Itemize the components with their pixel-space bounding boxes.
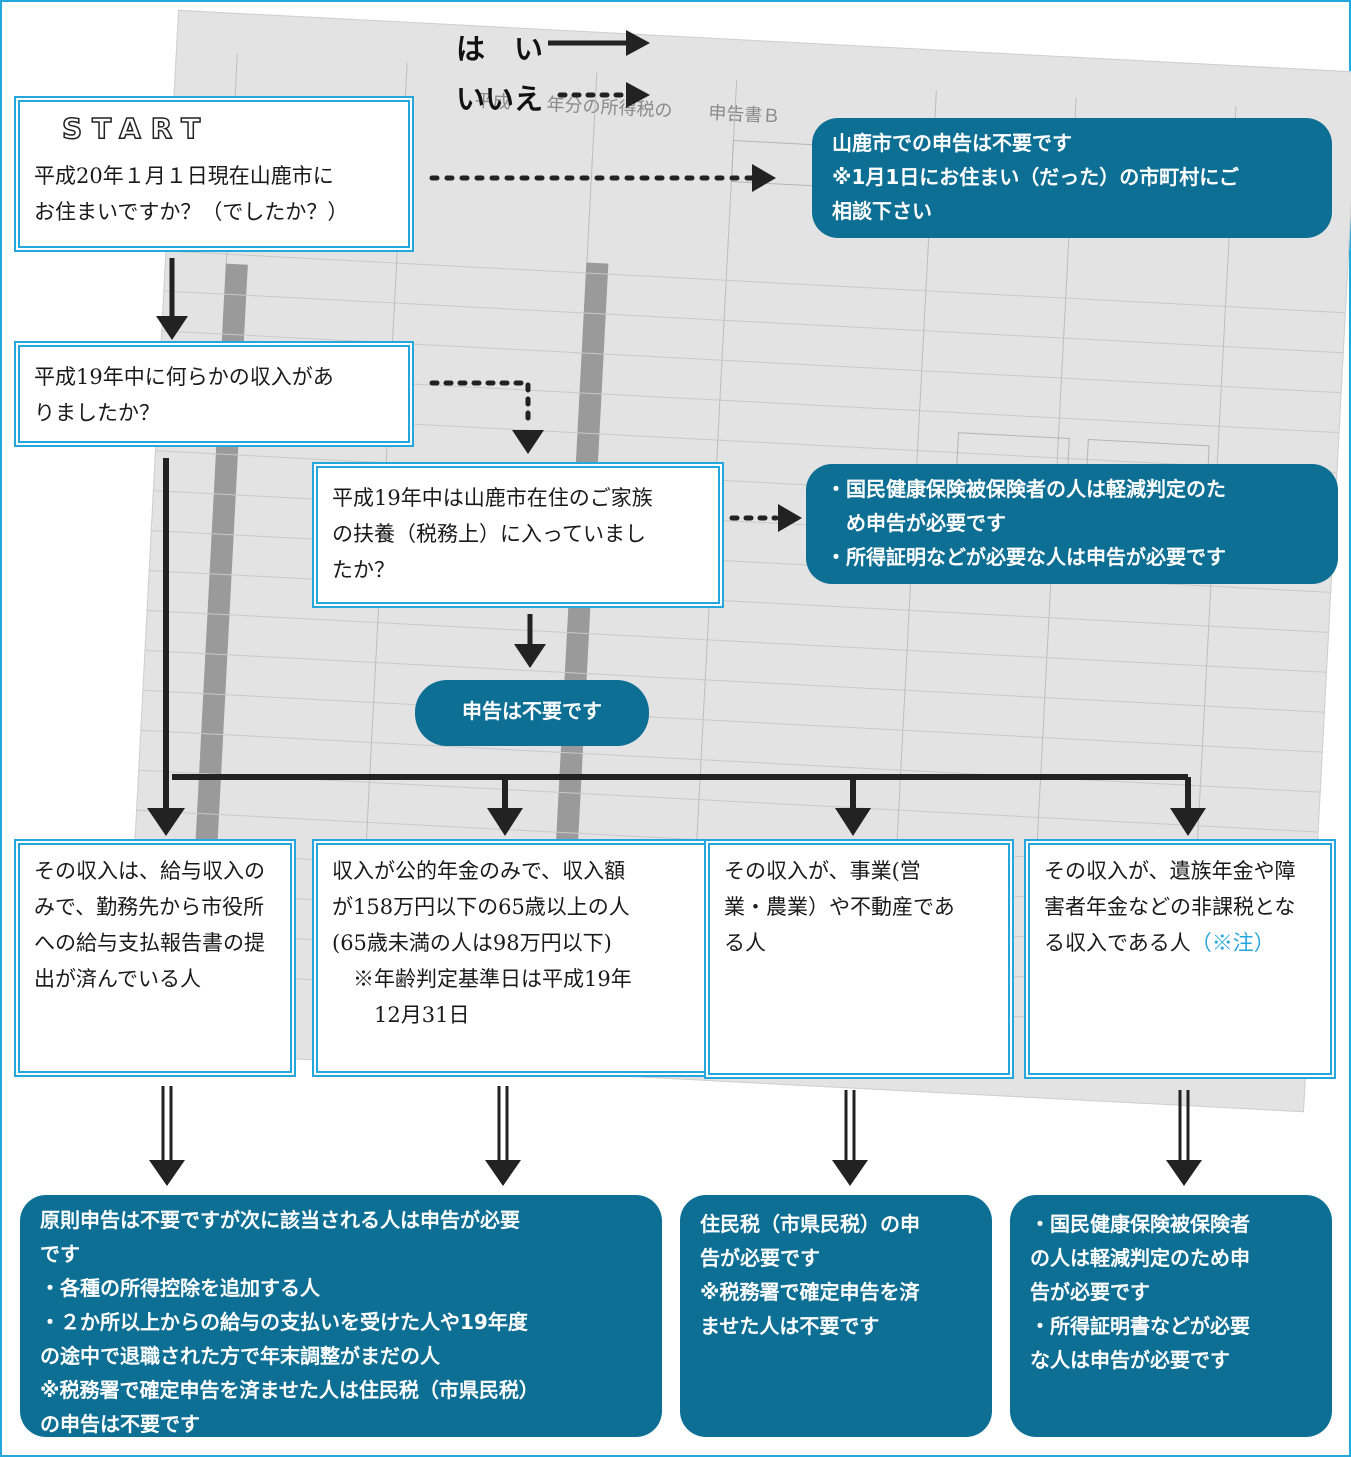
case-pension-box: 収入が公的年金のみで、収入額 が158万円以下の65歳以上の人 (65歳未満の人… bbox=[314, 841, 712, 1075]
result-salary-pension: 原則申告は不要ですが次に該当される人は申告が必要 です ・各種の所得控除を追加す… bbox=[20, 1195, 662, 1437]
result-line: ・所得証明書などが必要 bbox=[1030, 1314, 1250, 1338]
legend-yes-label: は い bbox=[456, 32, 544, 66]
answer-no-filing: 申告は不要です bbox=[415, 680, 649, 746]
case-line: その収入が、遺族年金や障 bbox=[1044, 859, 1296, 883]
case-business-box: その収入が、事業(営 業・農業）や不動産であ る人 bbox=[706, 841, 1012, 1077]
dependent-question-box: 平成19年中は山鹿市在住のご家族 の扶養（税務上）に入っていまし たか？ bbox=[314, 464, 722, 606]
result-line: な人は申告が必要です bbox=[1030, 1348, 1230, 1372]
case-line-text: る収入である人 bbox=[1044, 931, 1191, 955]
dependent-question-line: の扶養（税務上）に入っていまし bbox=[332, 522, 646, 546]
result-line: ※税務署で確定申告を済 bbox=[700, 1280, 920, 1304]
result-line: ・国民健康保険被保険者 bbox=[1030, 1212, 1250, 1236]
start-label: START bbox=[61, 111, 211, 146]
income-question-box: 平成19年中に何らかの収入があ りましたか？ bbox=[16, 343, 412, 445]
case-line: 12月31日 bbox=[332, 1003, 470, 1027]
result-business: 住民税（市県民税）の申 告が必要です ※税務署で確定申告を済 ませた人は不要です bbox=[680, 1195, 992, 1437]
answer-line: 相談下さい bbox=[832, 199, 932, 223]
answer-line: ・所得証明などが必要な人は申告が必要です bbox=[826, 545, 1226, 569]
result-line: ませた人は不要です bbox=[700, 1314, 880, 1338]
arrow-result-nontaxable bbox=[1166, 1090, 1202, 1186]
result-nontaxable: ・国民健康保険被保険者 の人は軽減判定のため申 告が必要です ・所得証明書などが… bbox=[1010, 1195, 1332, 1437]
result-line: の途中で退職された方で年末調整がまだの人 bbox=[40, 1344, 440, 1368]
dependent-question-line: たか？ bbox=[332, 558, 395, 582]
arrow-result-salary bbox=[149, 1086, 185, 1186]
case-line: その収入が、事業(営 bbox=[724, 859, 921, 883]
arrow-dependent-no bbox=[729, 504, 802, 532]
arrow-income-no bbox=[429, 380, 544, 454]
case-line: ※年齢判定基準日は平成19年 bbox=[332, 967, 632, 991]
answer-not-resident: 山鹿市での申告は不要です ※1月1日にお住まい（だった）の市町村にご 相談下さい bbox=[812, 118, 1332, 238]
result-line: ※税務署で確定申告を済ませた人は住民税（市県民税） bbox=[40, 1378, 539, 1402]
answer-line: 山鹿市での申告は不要です bbox=[832, 131, 1072, 155]
start-question-box: 平成20年１月１日現在山鹿市に お住まいですか？（でしたか？） bbox=[16, 98, 412, 250]
case-line: 出が済んでいる人 bbox=[34, 967, 201, 991]
start-question-line: 平成20年１月１日現在山鹿市に bbox=[34, 164, 334, 188]
arrow-income-yes bbox=[147, 458, 1206, 836]
case-line: みで、勤務先から市役所 bbox=[34, 895, 265, 919]
case-line: る人 bbox=[724, 931, 766, 955]
answer-no-filing-text: 申告は不要です bbox=[462, 699, 602, 723]
dependent-question-line: 平成19年中は山鹿市在住のご家族 bbox=[332, 486, 653, 510]
legend-no-label: いいえ bbox=[456, 82, 544, 116]
case-nontaxable-box: その収入が、遺族年金や障 害者年金などの非課税とな る収入である人（※注） bbox=[1026, 841, 1334, 1077]
case-line: 業・農業）や不動産であ bbox=[724, 895, 955, 919]
arrow-result-business bbox=[832, 1090, 868, 1186]
result-line: 原則申告は不要ですが次に該当される人は申告が必要 bbox=[40, 1208, 520, 1232]
result-line: 告が必要です bbox=[1030, 1280, 1150, 1304]
answer-dependent-no: ・国民健康保険被保険者の人は軽減判定のた め申告が必要です ・所得証明などが必要… bbox=[806, 464, 1338, 584]
case-line: が158万円以下の65歳以上の人 bbox=[332, 895, 630, 919]
case-salary-box: その収入は、給与収入の みで、勤務先から市役所 への給与支払報告書の提 出が済ん… bbox=[16, 841, 294, 1075]
income-question-line: 平成19年中に何らかの収入があ bbox=[34, 365, 334, 389]
start-question-line: お住まいですか？（でしたか？） bbox=[34, 200, 349, 224]
case-note: （※注） bbox=[1190, 931, 1275, 955]
arrow-result-pension bbox=[485, 1086, 521, 1186]
legend-yes-arrow bbox=[548, 30, 650, 56]
arrow-dependent-yes bbox=[514, 614, 546, 668]
case-line: る収入である人（※注） bbox=[1044, 925, 1316, 961]
answer-line: ・国民健康保険被保険者の人は軽減判定のた bbox=[826, 477, 1226, 501]
answer-line: ※1月1日にお住まい（だった）の市町村にご bbox=[832, 165, 1239, 189]
result-line: ・２か所以上からの給与の支払いを受けた人や19年度 bbox=[40, 1310, 528, 1334]
result-line: 住民税（市県民税）の申 bbox=[700, 1212, 920, 1236]
result-line: です bbox=[40, 1242, 80, 1266]
legend-no-arrow bbox=[557, 82, 650, 108]
result-line: の人は軽減判定のため申 bbox=[1030, 1246, 1250, 1270]
arrow-start-yes bbox=[156, 258, 188, 340]
arrow-start-no bbox=[429, 164, 776, 192]
case-line: 害者年金などの非課税とな bbox=[1044, 895, 1296, 919]
result-line: の申告は不要です bbox=[40, 1412, 200, 1436]
income-question-line: りましたか？ bbox=[34, 401, 160, 425]
result-line: ・各種の所得控除を追加する人 bbox=[40, 1276, 320, 1300]
case-line: その収入は、給与収入の bbox=[34, 859, 265, 883]
answer-line: め申告が必要です bbox=[826, 511, 1006, 535]
case-line: への給与支払報告書の提 bbox=[34, 931, 265, 955]
result-line: 告が必要です bbox=[700, 1246, 820, 1270]
case-line: (65歳未満の人は98万円以下) bbox=[332, 931, 612, 955]
case-line: 収入が公的年金のみで、収入額 bbox=[332, 859, 626, 883]
